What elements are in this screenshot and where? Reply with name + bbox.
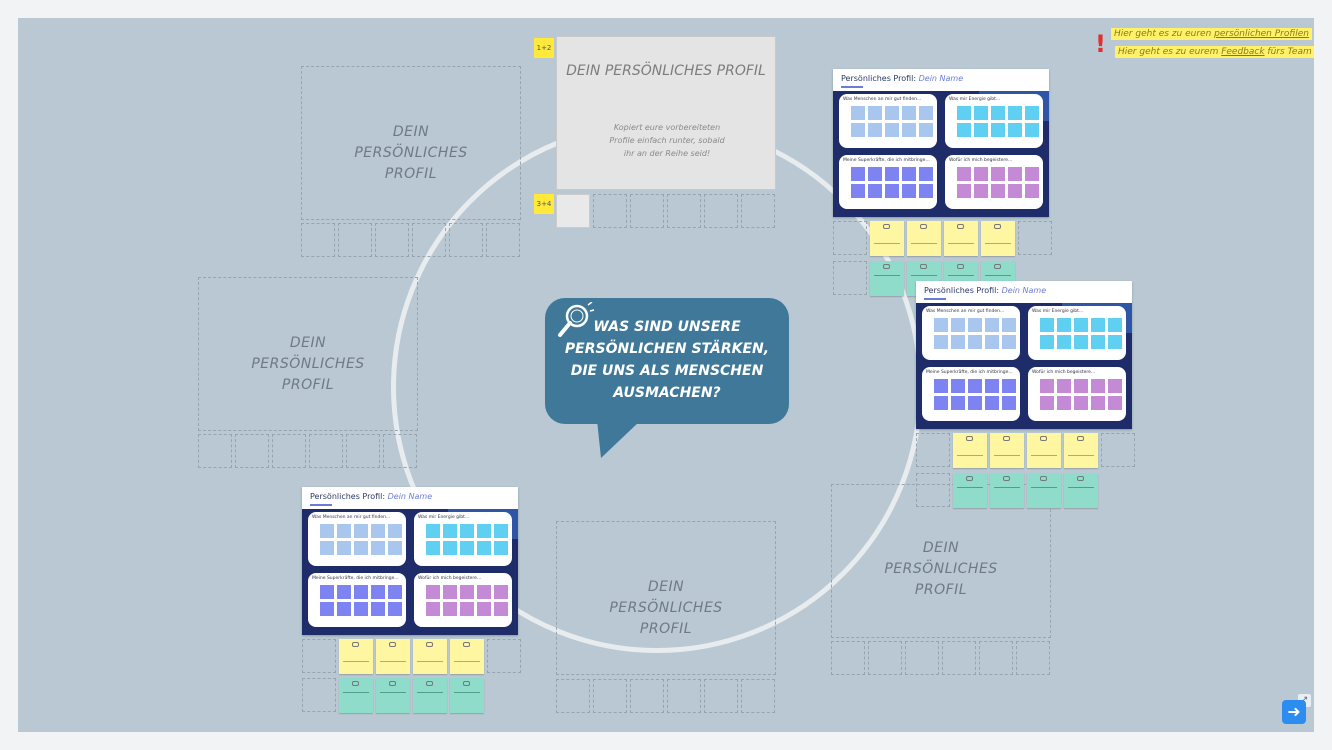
sticky-note[interactable] (944, 221, 978, 256)
quadrant-appreciated[interactable]: Was Menschen an mir gut finden... (922, 306, 1020, 360)
sticky-note[interactable] (376, 678, 410, 713)
profile-card-title: Persönliches Profil: Dein Name (310, 492, 433, 501)
sticky-note[interactable] (1027, 433, 1061, 468)
profile-card[interactable]: Persönliches Profil: Dein Name Was Mensc… (833, 69, 1049, 217)
sticky-note[interactable] (1064, 473, 1098, 508)
badge-bottom[interactable]: 3+4 (534, 194, 554, 214)
magnifier-icon (558, 302, 595, 337)
sticky-note[interactable] (450, 639, 484, 674)
profile-card[interactable]: Persönliches Profil: Dein Name Was Mensc… (916, 281, 1132, 429)
sticky-note[interactable] (953, 473, 987, 508)
quadrant-superpowers[interactable]: Meine Superkräfte, die ich mitbringe... (922, 367, 1020, 421)
quadrant-appreciated[interactable]: Was Menschen an mir gut finden... (308, 512, 406, 566)
profile-slot-top-left[interactable] (301, 66, 521, 220)
exclamation-icon: ! (1095, 30, 1106, 58)
quadrant-energy[interactable]: Was mir Energie gibt... (414, 512, 512, 566)
feedback-link-note[interactable]: Hier geht es zu eurem Feedback fürs Team (1115, 46, 1314, 58)
sticky-note[interactable] (413, 639, 447, 674)
sticky-note[interactable] (990, 473, 1024, 508)
quadrant-superpowers[interactable]: Meine Superkräfte, die ich mitbringe... (308, 573, 406, 627)
sticky-note[interactable] (981, 221, 1015, 256)
sticky-note[interactable] (339, 678, 373, 713)
profile-slot-left[interactable] (198, 277, 418, 431)
sticky-note[interactable] (413, 678, 447, 713)
sticky-note[interactable] (907, 221, 941, 256)
quadrant-appreciated[interactable]: Was Menschen an mir gut finden... (839, 94, 937, 148)
quadrant-energy[interactable]: Was mir Energie gibt... (945, 94, 1043, 148)
arrow-right-icon[interactable]: ➜ (1282, 700, 1306, 724)
mini-template-card[interactable] (556, 194, 590, 228)
badge-top[interactable]: 1+2 (534, 38, 554, 58)
profile-template-card[interactable]: DEIN PERSÖNLICHES PROFIL Kopiert eure vo… (556, 36, 776, 190)
sticky-note[interactable] (870, 221, 904, 256)
template-title: DEIN PERSÖNLICHES PROFIL (566, 63, 766, 79)
sticky-note[interactable] (376, 639, 410, 674)
profile-card-title: Persönliches Profil: Dein Name (841, 74, 964, 83)
quadrant-energy[interactable]: Was mir Energie gibt... (1028, 306, 1126, 360)
sticky-note[interactable] (1064, 433, 1098, 468)
profiles-link-note[interactable]: Hier geht es zu euren persönlichen Profi… (1111, 28, 1312, 40)
sticky-note[interactable] (339, 639, 373, 674)
bubble-tail (597, 420, 641, 458)
profile-card[interactable]: Persönliches Profil: Dein Name Was Mensc… (302, 487, 518, 635)
profile-card-title: Persönliches Profil: Dein Name (924, 286, 1047, 295)
quadrant-passions[interactable]: Wofür ich mich begeistere... (1028, 367, 1126, 421)
profile-slot-bottom-right[interactable] (831, 484, 1051, 638)
sticky-note[interactable] (953, 433, 987, 468)
quadrant-passions[interactable]: Wofür ich mich begeistere... (945, 155, 1043, 209)
quadrant-passions[interactable]: Wofür ich mich begeistere... (414, 573, 512, 627)
template-instructions: Kopiert eure vorbereiteten Profile einfa… (609, 123, 725, 158)
question-text: WAS SIND UNSERE PERSÖNLICHEN STÄRKEN, DI… (564, 319, 770, 401)
sticky-note[interactable] (990, 433, 1024, 468)
sticky-note[interactable] (1027, 473, 1061, 508)
sticky-note[interactable] (450, 678, 484, 713)
sticky-note[interactable] (870, 261, 904, 296)
profile-slot-bottom[interactable] (556, 521, 776, 675)
quadrant-superpowers[interactable]: Meine Superkräfte, die ich mitbringe... (839, 155, 937, 209)
